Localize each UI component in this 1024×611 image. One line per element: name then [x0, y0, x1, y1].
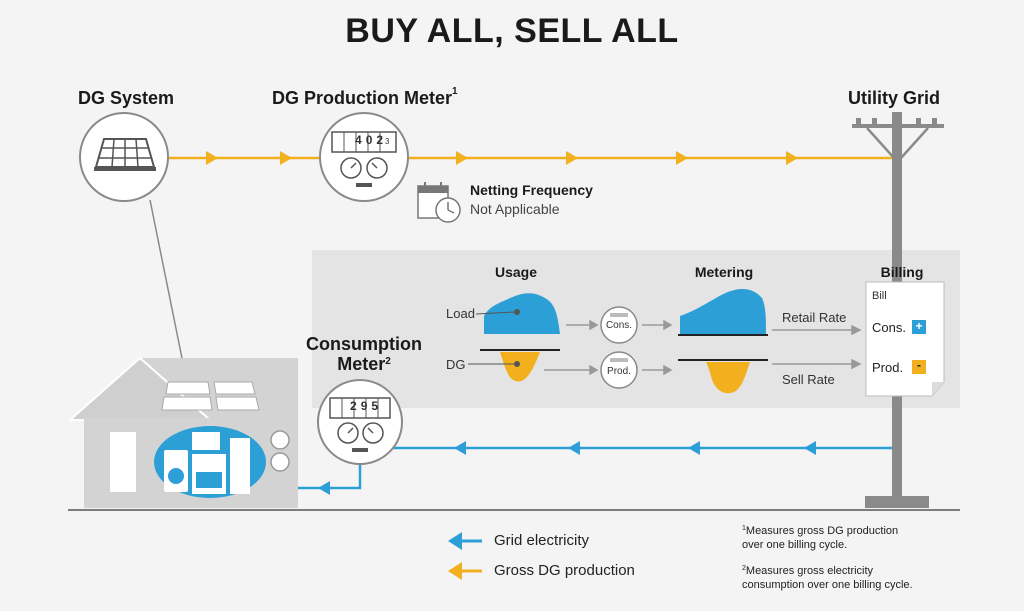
legend-gross-label: Gross DG production [494, 562, 635, 579]
consumption-meter-label-line2: Meter2 [300, 354, 428, 374]
bill-plus-sign: + [915, 319, 923, 333]
cons-meter-digit: 2 [350, 399, 361, 413]
page-title: BUY ALL, SELL ALL [345, 12, 679, 50]
footnote-2-line2: consumption over one billing cycle. [742, 579, 913, 591]
house-meter-dial [270, 430, 290, 450]
bill-cons-label: Cons. [872, 320, 906, 335]
load-leader [475, 311, 515, 315]
yellow-arrow [676, 151, 688, 165]
prod-mini-meter-label: Prod. [607, 366, 631, 377]
dg-meter-footnote-mark: 1 [452, 86, 458, 97]
appliances-icon [164, 432, 250, 494]
consumption-meter-footnote-mark: 2 [385, 356, 391, 367]
legend-grid-label: Grid electricity [494, 532, 590, 549]
yellow-arrow [456, 151, 468, 165]
footnote-2: 2Measures gross electricity consumption … [742, 564, 913, 592]
dg-meter-label-text: DG Production Meter [272, 88, 453, 108]
usage-heading: Usage [494, 264, 538, 280]
footnote-1-line1: Measures gross DG production [745, 525, 899, 537]
blue-arrow [454, 441, 466, 455]
house-icon [67, 356, 298, 508]
cons-meter-digit: 9 [360, 399, 372, 413]
consumption-meter-label-line1: Consumption [306, 334, 422, 354]
footnote-1-line2: over one billing cycle. [742, 539, 848, 551]
usage-load-shape [484, 293, 560, 334]
dg-meter-label: DG Production Meter1 [272, 86, 458, 109]
solar-panel-icon [94, 138, 156, 171]
cons-meter-digit: 5 [371, 399, 383, 413]
dg-production-meter-icon [319, 112, 409, 202]
bill-document-icon [865, 281, 945, 397]
bill-title: Bill [872, 290, 887, 302]
billing-heading: Billing [880, 264, 924, 280]
footnote-1: 1Measures gross DG production over one b… [742, 524, 898, 552]
bill-plus-box [912, 320, 926, 334]
load-label: Load [446, 306, 475, 321]
dg-meter-digit: 2 [376, 133, 388, 147]
metering-cons-shape [680, 288, 766, 334]
blue-arrow [804, 441, 816, 455]
footnote-2-line1: Measures gross electricity [745, 565, 874, 577]
footnote-1-mark: 1 [742, 525, 746, 532]
panel-arrows [544, 319, 862, 376]
dg-meter-digit: 4 [355, 133, 366, 147]
legend-grid-arrow-icon [448, 532, 482, 550]
retail-rate-label: Retail Rate [782, 310, 847, 325]
grid-flow-line-to-house [276, 462, 362, 490]
dg-meter-digits: 402 [355, 133, 387, 147]
load-marker [514, 309, 520, 315]
blue-arrow [318, 481, 330, 495]
sell-rate-label: Sell Rate [782, 372, 835, 387]
dg-meter-digit: 0 [365, 133, 377, 147]
calendar-clock-icon [417, 182, 461, 223]
dg-marker [514, 361, 520, 367]
bill-prod-label: Prod. [872, 360, 904, 375]
legend-gross-arrow-icon [448, 562, 482, 580]
footnote-2-mark: 2 [742, 565, 746, 572]
utility-grid-label: Utility Grid [848, 88, 941, 108]
gross-dg-arrows [206, 151, 798, 165]
house-solar-panels [161, 381, 260, 411]
bill-minus-sign: - [917, 358, 921, 372]
dg-meter-subdigit: 3 [385, 137, 390, 146]
dg-system-label: DG System [78, 88, 175, 108]
netting-frequency-title: Netting Frequency [470, 182, 593, 198]
metering-prod-shape [706, 362, 750, 394]
house-meter-dial [270, 452, 290, 472]
cons-mini-meter-label: Cons. [605, 320, 633, 331]
blue-arrow [568, 441, 580, 455]
yellow-arrow [206, 151, 218, 165]
consumption-meter-icon [317, 379, 403, 465]
yellow-arrow [786, 151, 798, 165]
cons-mini-meter-icon [600, 306, 638, 344]
yellow-arrow [566, 151, 578, 165]
blue-arrow [688, 441, 700, 455]
prod-mini-meter-icon [600, 351, 638, 389]
metering-heading: Metering [694, 264, 754, 280]
usage-dg-shape [500, 352, 540, 382]
dg-label: DG [446, 357, 466, 372]
cons-meter-digits: 295 [350, 399, 382, 413]
consumption-meter-label-text: Meter [337, 354, 386, 374]
consumption-meter-label: Consumption Meter2 [300, 334, 428, 374]
bill-minus-box [912, 360, 926, 374]
yellow-arrow [280, 151, 292, 165]
netting-frequency-value: Not Applicable [470, 201, 560, 217]
dg-system-connector [149, 199, 187, 379]
